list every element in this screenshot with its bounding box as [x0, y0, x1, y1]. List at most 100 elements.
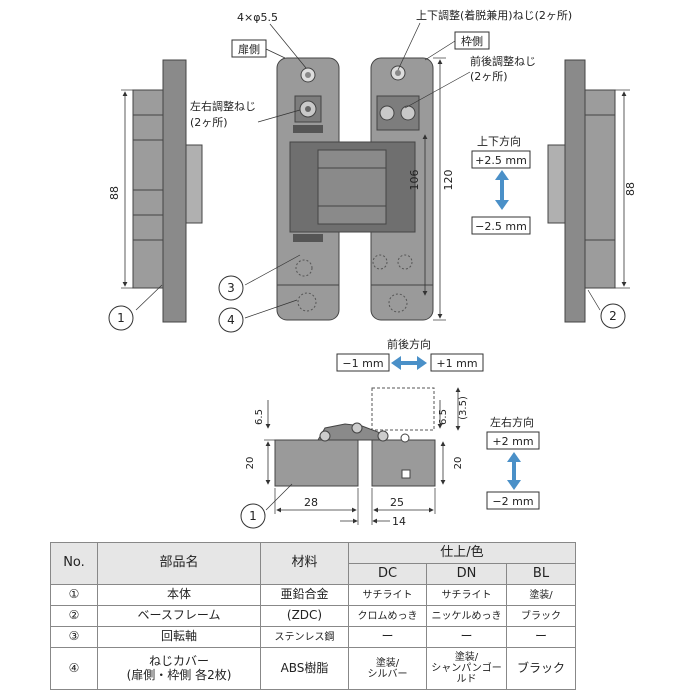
dimension-120: 120 [433, 57, 455, 321]
header-material: 材料 [260, 542, 349, 585]
row-bl: ブラック [506, 605, 576, 627]
updown-direction-label: 上下方向 [477, 134, 521, 148]
row-dc: ー [348, 626, 427, 648]
callout-1-front: 1 [108, 284, 163, 331]
row-name: 回転軸 [97, 626, 261, 648]
left-base-frame [132, 59, 203, 323]
row-dc: サチライト [348, 584, 427, 606]
row-no: ① [50, 584, 98, 606]
row-dn: ニッケルめっき [426, 605, 507, 627]
frontback-plus-label: +1 mm [436, 357, 477, 370]
dim-120-label: 120 [442, 170, 455, 191]
row-bl: ブラック [506, 647, 576, 690]
dim-3-5-label: (3.5) [458, 396, 469, 420]
leftright-arrow-icon [507, 452, 521, 490]
frontback-adjustment: 前後方向 −1 mm +1 mm [336, 337, 484, 372]
callout-1-top-label: 1 [249, 509, 257, 523]
row-no: ④ [50, 647, 98, 690]
row-dn: ー [426, 626, 507, 648]
row-no: ② [50, 605, 98, 627]
row-material: (ZDC) [260, 605, 349, 627]
row-name: ねじカバー (扉側・枠側 各2枚) [97, 647, 261, 690]
finish-code-dn: DN [426, 563, 507, 585]
lr-screw-label-2: (2ヶ所) [190, 116, 228, 129]
dim-6-5-right-label: 6.5 [438, 409, 449, 425]
frontback-minus-label: −1 mm [342, 357, 383, 370]
fb-screw-label-2: (2ヶ所) [470, 70, 508, 83]
dim-106-label: 106 [408, 170, 421, 191]
header-part-name: 部品名 [97, 542, 261, 585]
table-row: ① 本体 亜鉛合金 サチライト サチライト 塗装/ [50, 584, 576, 606]
row-material: ABS樹脂 [260, 647, 349, 690]
callout-4-front: 4 [218, 299, 298, 333]
dim-20-right-label: 20 [453, 457, 464, 470]
row-bl: 塗装/ [506, 584, 576, 606]
top-view-dims-bottom: 28 25 14 [274, 488, 436, 528]
callout-3-front-label: 3 [227, 281, 235, 295]
top-view-dims-right: 6.5 (3.5) 20 [437, 387, 469, 485]
ud-screw-annotation: 上下調整(着脱兼用)ねじ(2ヶ所) [397, 8, 572, 71]
updown-minus-label: −2.5 mm [475, 220, 527, 233]
hole-spec-annotation: 4×φ5.5 [237, 11, 307, 69]
ud-screw-label: 上下調整(着脱兼用)ねじ(2ヶ所) [416, 8, 572, 22]
lr-screw-annotation: 左右調整ねじ (2ヶ所) [190, 99, 301, 129]
specification-table: No. 部品名 材料 仕上/色 DC DN BL ① 本体 亜鉛合金 サチライト… [50, 542, 576, 690]
finish-code-dc: DC [348, 563, 427, 585]
updown-arrow-icon [495, 170, 509, 210]
table-row: ③ 回転軸 ステンレス鋼 ー ー ー [50, 626, 576, 648]
top-view-hinge [274, 387, 436, 487]
row-no: ③ [50, 626, 98, 648]
row-material: ステンレス鋼 [260, 626, 349, 648]
updown-adjustment: 上下方向 +2.5 mm −2.5 mm [471, 134, 531, 235]
door-side-annotation: 扉側 [231, 39, 286, 59]
table-row: ④ ねじカバー (扉側・枠側 各2枚) ABS樹脂 塗装/ シルバー 塗装/ シ… [50, 647, 576, 690]
callout-3-front: 3 [218, 254, 301, 301]
row-name: 本体 [97, 584, 261, 606]
row-dn-line-1: 塗装/ [454, 652, 479, 663]
row-dc: クロムめっき [348, 605, 427, 627]
row-bl: ー [506, 626, 576, 648]
callout-1-front-label: 1 [117, 311, 125, 325]
leftright-minus-label: −2 mm [492, 495, 533, 508]
row-dn: 塗装/ シャンパンゴールド [426, 647, 507, 690]
hinge-center-arm [289, 141, 416, 233]
frame-side-label: 枠側 [461, 34, 483, 48]
frontback-direction-label: 前後方向 [387, 337, 431, 351]
row-name: ベースフレーム [97, 605, 261, 627]
leftright-adjustment: 左右方向 +2 mm −2 mm [486, 415, 540, 510]
dimension-88-left: 88 [108, 89, 133, 289]
header-finish-color: 仕上/色 [348, 542, 576, 564]
top-view-dims-left: 6.5 20 [245, 400, 275, 485]
dim-20-left-label: 20 [245, 457, 256, 470]
door-side-label: 扉側 [238, 43, 260, 56]
row-dc: 塗装/ シルバー [348, 647, 427, 690]
lr-screw-label-1: 左右調整ねじ [190, 99, 256, 113]
leftright-direction-label: 左右方向 [490, 415, 534, 429]
frame-side-annotation: 枠側 [424, 31, 490, 61]
table-header-row: No. 部品名 材料 仕上/色 [50, 542, 576, 585]
leftright-plus-label: +2 mm [492, 435, 533, 448]
dim-25-label: 25 [390, 496, 404, 509]
dimension-88-right: 88 [615, 89, 637, 289]
row-dc-line-2: シルバー [367, 668, 408, 680]
fb-screw-annotation: 前後調整ねじ (2ヶ所) [404, 54, 536, 109]
dimension-106: 106 [408, 134, 428, 296]
dim-14-label: 14 [392, 515, 406, 528]
row-material: 亜鉛合金 [260, 584, 349, 606]
hole-spec-label: 4×φ5.5 [237, 11, 278, 24]
dim-88-right-label: 88 [624, 182, 637, 196]
row-name-line-1: ねじカバー [148, 654, 209, 669]
callout-4-front-label: 4 [227, 313, 235, 327]
right-base-frame [547, 59, 616, 323]
callout-1-top: 1 [240, 483, 293, 529]
updown-plus-label: +2.5 mm [475, 154, 527, 167]
row-dn-line-2: シャンパンゴールド [431, 663, 502, 685]
row-name-line-2: (扉側・枠側 各2枚) [126, 667, 232, 682]
fb-screw-label-1: 前後調整ねじ [470, 54, 536, 68]
callout-2-front-label: 2 [609, 309, 617, 323]
callout-2-front: 2 [587, 289, 626, 329]
finish-code-bl: BL [506, 563, 576, 585]
frontback-arrow-icon [391, 356, 427, 370]
table-row: ② ベースフレーム (ZDC) クロムめっき ニッケルめっき ブラック [50, 605, 576, 627]
